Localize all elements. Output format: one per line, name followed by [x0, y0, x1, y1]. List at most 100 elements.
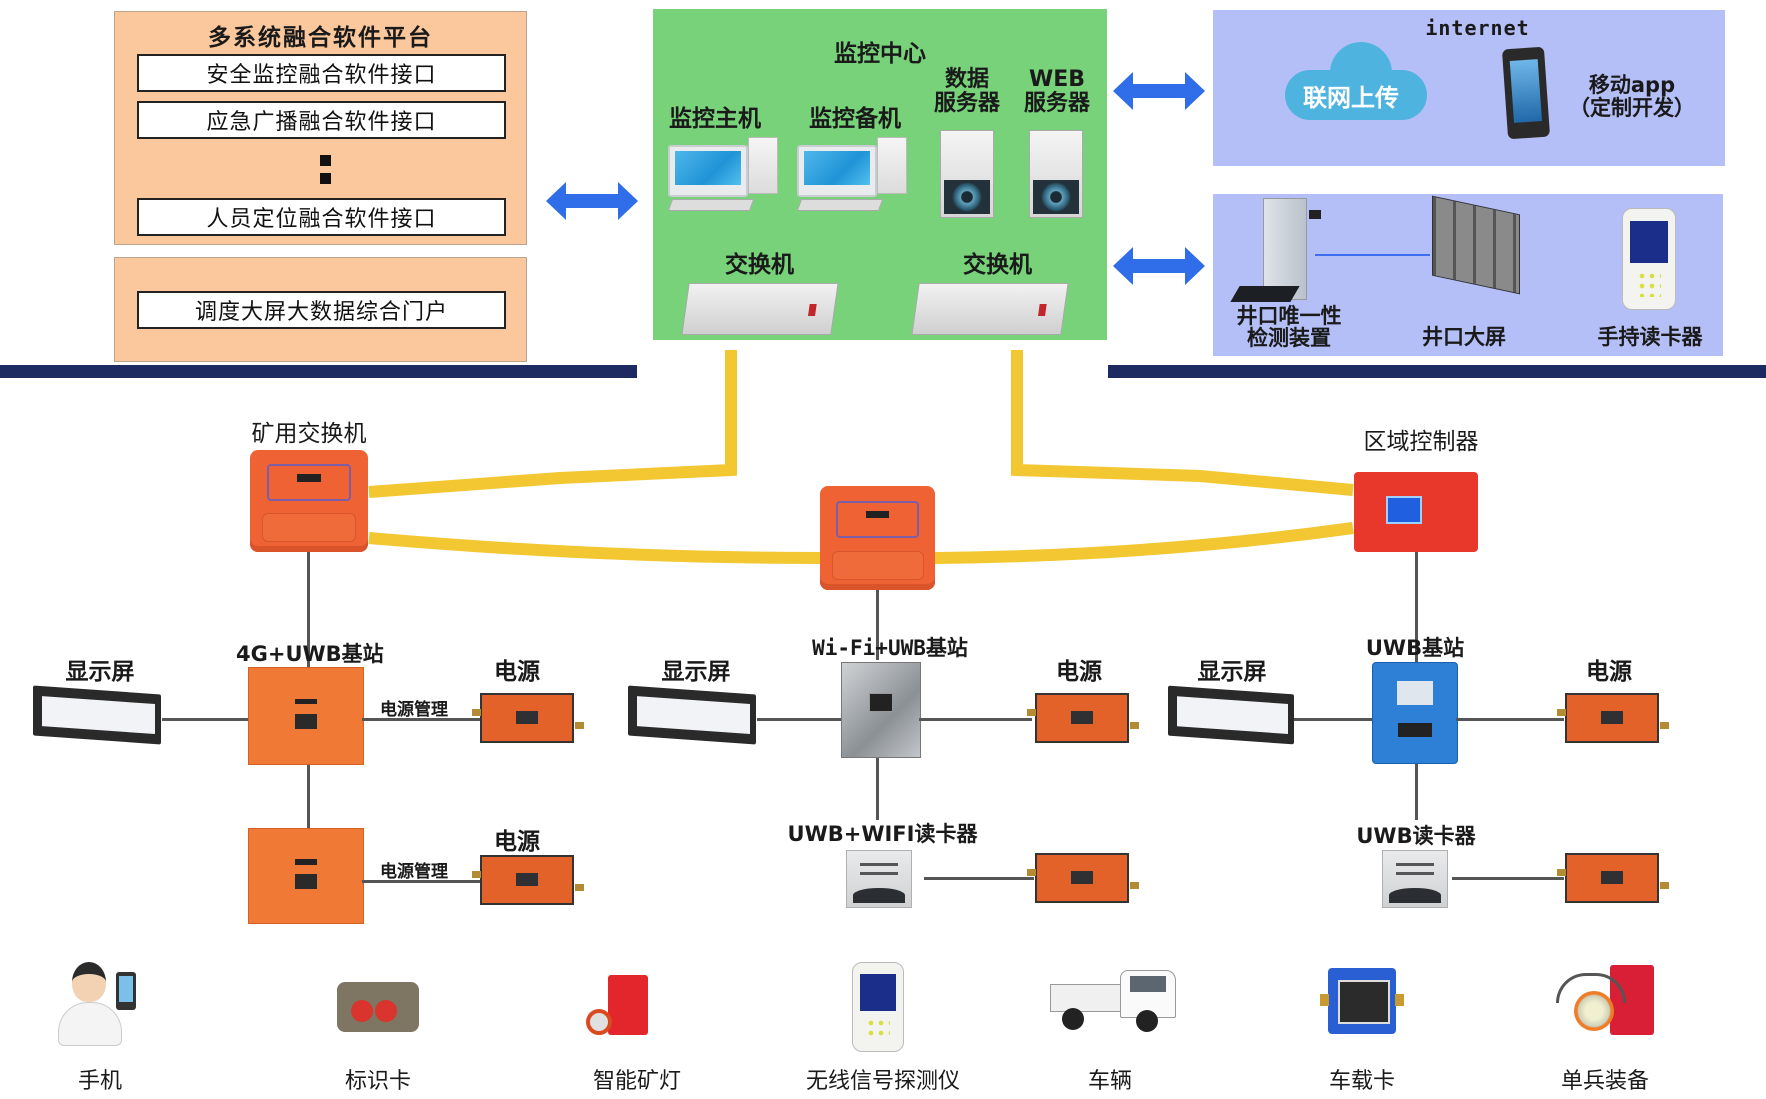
monitoring-backup-label: 监控备机	[809, 106, 901, 132]
power-mgmt-label-2: 电源管理	[380, 862, 448, 882]
terminal-label-id-card: 标识卡	[344, 1069, 411, 1094]
miner-lamp-icon[interactable]	[584, 975, 654, 1041]
web-server-label-line1: WEB	[1028, 67, 1086, 92]
id-card-icon[interactable]	[337, 982, 419, 1032]
switch-left-label: 交换机	[725, 252, 794, 278]
signal-detector-icon[interactable]	[852, 962, 904, 1052]
wire-power-left-2	[362, 880, 480, 883]
base-station-4g-label: 4G+UWB基站	[236, 642, 384, 666]
power-mgmt-label: 电源管理	[380, 700, 448, 720]
shaft-link-line	[1315, 254, 1430, 256]
base-station-uwb-icon[interactable]	[1372, 662, 1458, 764]
area-controller-label: 区域控制器	[1363, 429, 1479, 455]
monitoring-host-label: 监控主机	[669, 106, 761, 132]
soldier-equipment-icon[interactable]	[1548, 965, 1658, 1041]
shaft-detector-label: 井口唯一性 检测装置	[1216, 305, 1362, 349]
mine-switch-icon[interactable]	[250, 450, 368, 552]
dispatch-bigdata-portal[interactable]: 调度大屏大数据综合门户	[137, 291, 506, 329]
terminal-label-truck: 车辆	[1087, 1069, 1132, 1094]
handheld-reader-label: 手持读卡器	[1597, 325, 1703, 349]
base-station-4g-uwb-icon[interactable]	[248, 667, 364, 765]
mobile-app-label-line2: （定制开发）	[1569, 96, 1695, 120]
reader-uwb-wifi-icon[interactable]	[846, 850, 912, 908]
power-left-label: 电源	[494, 659, 540, 685]
display-right-icon[interactable]	[1168, 685, 1294, 745]
bidirectional-arrow-internet-icon	[1113, 72, 1205, 110]
wire-reader-right	[1452, 877, 1564, 880]
bidirectional-arrow-shaft-icon	[1113, 247, 1205, 285]
terminal-label-miner-lamp: 智能矿灯	[592, 1069, 681, 1094]
interface-safety-monitoring[interactable]: 安全监控融合软件接口	[137, 54, 506, 92]
power-supply-middle-2-icon[interactable]	[1027, 853, 1139, 903]
power-right-label: 电源	[1586, 659, 1632, 685]
monitoring-host-computer-icon[interactable]	[667, 137, 780, 212]
power-supply-right-icon[interactable]	[1557, 693, 1669, 743]
terminal-label-phone: 手机	[77, 1069, 122, 1094]
base-station-uwb-label: UWB基站	[1365, 636, 1465, 660]
terminal-label-vehicle-card: 车载卡	[1328, 1069, 1395, 1094]
cloud-upload-label: 联网上传	[1303, 84, 1399, 112]
interface-personnel-positioning[interactable]: 人员定位融合软件接口	[137, 198, 506, 236]
mine-switch-label: 矿用交换机	[251, 421, 367, 447]
area-controller-icon[interactable]	[1354, 472, 1478, 552]
data-server-label-line1: 数据	[944, 67, 989, 92]
platform-title: 多系统融合软件平台	[208, 25, 433, 51]
ellipsis-dots	[320, 155, 332, 185]
display-right-label: 显示屏	[1197, 659, 1267, 685]
web-server-icon[interactable]	[1029, 130, 1083, 218]
power-middle-label: 电源	[1056, 659, 1102, 685]
internet-title: internet	[1425, 16, 1530, 40]
mine-switch-middle-icon[interactable]	[820, 486, 935, 590]
handheld-reader-icon[interactable]	[1622, 208, 1676, 310]
power-left-2-label: 电源	[494, 829, 540, 855]
person-phone-icon[interactable]	[58, 962, 150, 1046]
bidirectional-arrow-icon	[546, 182, 638, 220]
shaft-detector-label-line2: 检测装置	[1247, 326, 1331, 350]
wire-reader-middle	[924, 877, 1034, 880]
shaft-big-screen-label: 井口大屏	[1422, 325, 1506, 349]
wire-display-right	[1294, 718, 1372, 721]
terminal-label-soldier-equipment: 单兵装备	[1560, 1069, 1649, 1094]
interface-emergency-broadcast[interactable]: 应急广播融合软件接口	[137, 101, 506, 139]
wire-power-right	[1456, 718, 1564, 721]
monitoring-backup-computer-icon[interactable]	[796, 137, 909, 212]
reader-uwb-icon[interactable]	[1382, 850, 1448, 908]
wire-left-trunk-2	[307, 762, 310, 828]
power-supply-left-icon[interactable]	[472, 693, 584, 743]
wire-display-middle	[757, 718, 841, 721]
reader-wifi-label: UWB+WIFI读卡器	[787, 822, 978, 846]
cloud-icon[interactable]: 联网上传	[1285, 42, 1427, 120]
mobile-app-label-line1: 移动app	[1588, 73, 1676, 97]
ring-cable-right-drop	[1011, 350, 1354, 496]
reader-uwb-label: UWB读卡器	[1356, 824, 1476, 848]
power-supply-left-2-icon[interactable]	[472, 855, 584, 905]
ring-cable-left-drop	[368, 350, 737, 498]
switch-right-label: 交换机	[963, 252, 1032, 278]
vehicle-card-icon[interactable]	[1320, 968, 1404, 1034]
wire-power-left	[362, 718, 480, 721]
display-middle-label: 显示屏	[661, 659, 731, 685]
wire-power-middle	[919, 718, 1032, 721]
web-server-label-line2: 服务器	[1023, 91, 1090, 116]
truck-icon[interactable]	[1050, 970, 1180, 1036]
shaft-detector-icon[interactable]	[1225, 198, 1335, 308]
terminal-label-signal-detector: 无线信号探测仪	[805, 1069, 960, 1094]
display-middle-icon[interactable]	[628, 685, 756, 745]
monitoring-center-title: 监控中心	[834, 41, 926, 67]
display-left-icon[interactable]	[33, 685, 161, 745]
power-supply-middle-icon[interactable]	[1027, 693, 1139, 743]
data-server-icon[interactable]	[940, 130, 994, 218]
base-station-4g-uwb-2-icon[interactable]	[248, 828, 364, 924]
mobile-app-label: 移动app （定制开发）	[1556, 74, 1708, 120]
shaft-detector-label-line1: 井口唯一性	[1236, 304, 1342, 328]
base-station-wifi-uwb-icon[interactable]	[841, 662, 921, 758]
divider-right	[1108, 365, 1766, 378]
data-server-label-line2: 服务器	[933, 91, 1000, 116]
wire-mid-trunk	[876, 590, 879, 660]
display-left-label: 显示屏	[65, 659, 135, 685]
wire-display-left	[162, 718, 248, 721]
power-supply-right-2-icon[interactable]	[1557, 853, 1669, 903]
divider-left	[0, 365, 637, 378]
data-server-label: 数据 服务器	[920, 68, 1014, 116]
wire-left-trunk	[307, 552, 310, 667]
